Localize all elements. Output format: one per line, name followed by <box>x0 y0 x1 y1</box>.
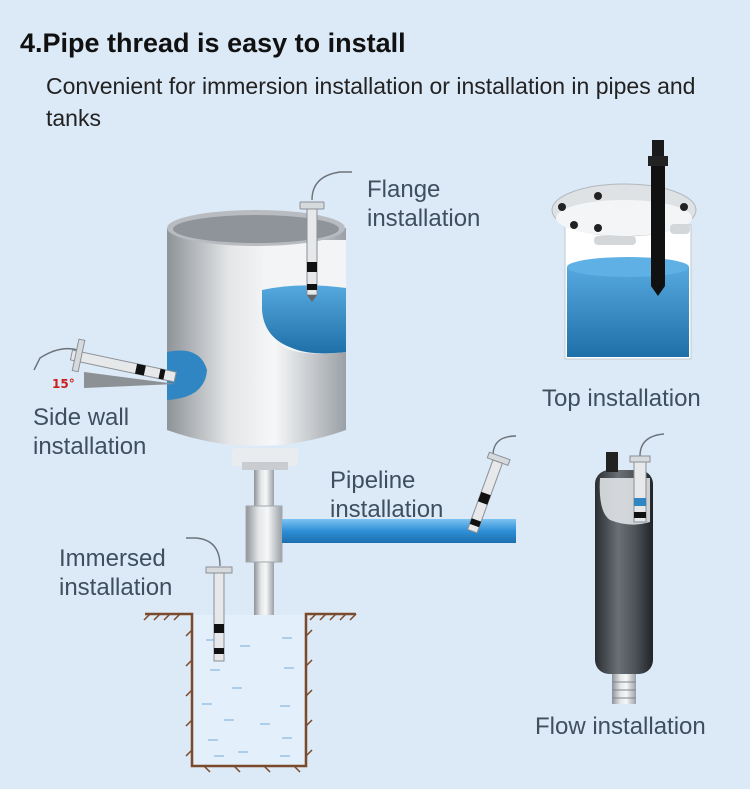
pit-icon <box>143 612 357 773</box>
page-subtitle: Convenient for immersion installation or… <box>46 73 696 131</box>
sensor-probe-icon <box>33 338 177 388</box>
pipeline-label-line2: installation <box>330 496 444 523</box>
angle-label: 15° <box>52 377 75 391</box>
sensor-probe-icon <box>648 140 668 296</box>
side-wall-label-line1: Side wall <box>33 404 130 431</box>
sensor-probe-icon <box>466 435 517 534</box>
sensor-probe-icon <box>186 537 233 662</box>
tank-icon <box>167 210 346 470</box>
flow-cell-icon <box>595 433 665 704</box>
immersed-label-line1: Immersed <box>59 545 166 572</box>
immersed-installation-label: Immersed installation <box>59 544 172 602</box>
flow-installation-label: Flow installation <box>535 713 706 740</box>
top-tank-icon <box>551 183 697 360</box>
pipeline-label-line1: Pipeline <box>330 467 416 494</box>
side-wall-installation-label: Side wall installation <box>33 403 146 461</box>
top-installation-label: Top installation <box>542 385 701 412</box>
page-title: 4.Pipe thread is easy to install <box>20 28 406 58</box>
pipeline-installation-label: Pipeline installation <box>330 466 443 524</box>
flange-label-line2: installation <box>367 205 481 232</box>
sensor-probe-icon <box>299 171 352 302</box>
immersed-label-line2: installation <box>59 574 173 601</box>
flange-installation-label: Flange installation <box>367 175 480 233</box>
flange-label-line1: Flange <box>367 176 441 203</box>
side-wall-label-line2: installation <box>33 433 147 460</box>
